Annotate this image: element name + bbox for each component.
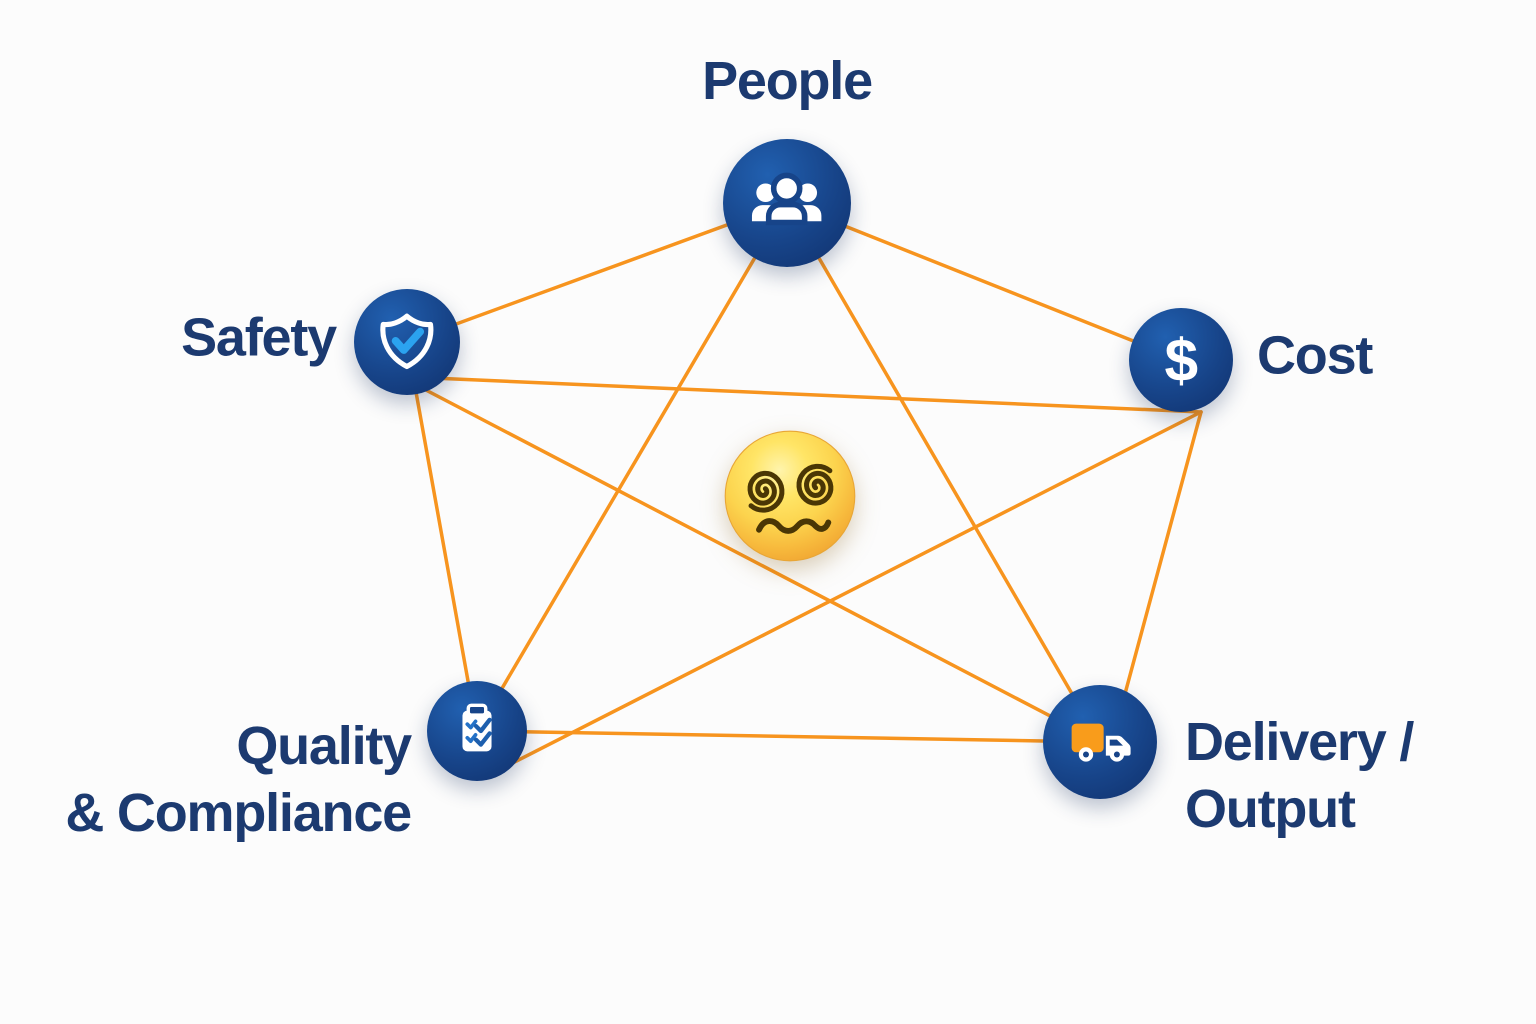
node-cost-label: Cost: [1257, 325, 1373, 386]
edge-quality-delivery: [475, 729, 1102, 744]
node-quality-label-line-1: Quality: [236, 716, 412, 776]
node-quality-compliance: Quality & Compliance: [65, 681, 527, 843]
dollar-sign-icon: $: [1164, 328, 1198, 392]
node-quality-compliance-label: Quality & Compliance: [65, 713, 412, 847]
edge-cost-delivery: [1110, 410, 1203, 744]
edge-safety-quality: [405, 340, 479, 733]
node-people-label: People: [702, 51, 873, 112]
edge-people-cost: [785, 201, 1183, 362]
right-spiral-eye: [796, 463, 834, 506]
delivery-truck-icon: [1071, 723, 1131, 762]
edge-people-quality: [475, 201, 789, 733]
node-delivery-output: Delivery / Output: [1043, 685, 1414, 839]
node-safety-label: Safety: [181, 307, 337, 368]
face-with-spiral-eyes-emoji: [717, 423, 863, 569]
node-cost: Cost $: [1129, 308, 1373, 412]
left-spiral-eye: [747, 470, 785, 513]
node-delivery-label-line-2: Output: [1185, 778, 1356, 839]
shield-check-icon: [380, 313, 434, 370]
edge-safety-cost: [430, 376, 1203, 414]
node-safety: Safety: [181, 289, 460, 395]
clipboard-checklist-icon: [462, 703, 492, 752]
edge-people-safety: [405, 201, 789, 344]
svg-text:$: $: [1164, 328, 1198, 392]
dizzy-face-graphic: [724, 430, 856, 562]
node-delivery-label-line-1: Delivery /: [1185, 712, 1414, 772]
wavy-mouth: [756, 518, 832, 534]
edge-safety-delivery: [420, 386, 1102, 744]
node-people: People: [702, 51, 873, 267]
people-group-icon: [752, 172, 822, 226]
edge-people-delivery: [785, 201, 1102, 744]
node-quality-label-line-2: & Compliance: [65, 782, 412, 843]
edge-quality-cost: [493, 410, 1203, 774]
node-delivery-output-label: Delivery / Output: [1185, 709, 1414, 843]
